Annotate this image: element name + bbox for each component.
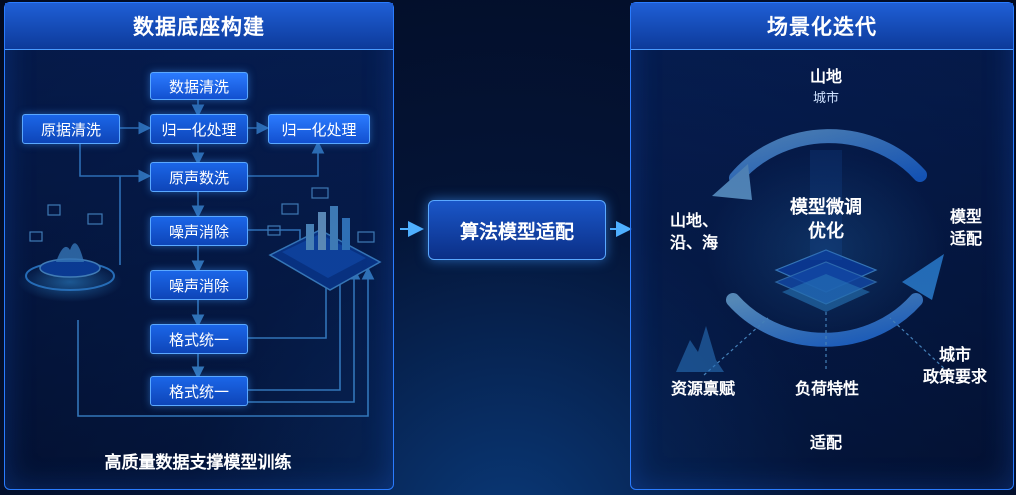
policy-label: 城市 政策要求 [908,344,1002,388]
left-scenario-label: 山地、 沿、海 [658,210,730,254]
finetune-label: 模型微调 优化 [776,196,876,244]
audio-wash-node: 原声数洗 [150,162,248,192]
format-node-1: 格式统一 [150,324,248,354]
denoise-node-2: 噪声消除 [150,270,248,300]
data-clean-node: 数据清洗 [150,72,248,100]
model-adapt-label: 模型 适配 [938,206,994,250]
left-scenario-line2: 沿、海 [669,233,718,252]
scenario-iteration-panel: 场景化迭代 [630,2,1014,490]
data-foundation-caption: 高质量数据支撑模型训练 [104,453,292,473]
format-node-2: 格式统一 [150,376,248,406]
scenario-iteration-title: 场景化迭代 [631,3,1013,50]
normalize-node-2: 归一化处理 [268,114,370,144]
model-adapt-line2: 适配 [949,229,982,248]
top-scenario-label: 山地 城市 [780,66,872,110]
normalize-node-1: 归一化处理 [150,114,248,144]
resource-endowment-label: 资源禀赋 [670,379,735,398]
adapt-bottom-label: 适配 [809,433,842,452]
load-characteristics-label: 负荷特性 [794,379,859,398]
left-scenario-line1: 山地、 [669,211,718,230]
denoise-node-1: 噪声消除 [150,216,248,246]
finetune-line2: 优化 [808,221,844,242]
top-scenario-sub: 城市 [812,91,839,106]
raw-clean-node: 原据清洗 [22,114,120,144]
data-foundation-title: 数据底座构建 [5,3,393,50]
policy-line2: 政策要求 [922,367,987,386]
algorithm-adaptation-box: 算法模型适配 [428,200,606,260]
finetune-line1: 模型微调 [790,197,862,218]
model-adapt-line1: 模型 [949,207,982,226]
top-scenario-main: 山地 [809,67,842,86]
policy-line1: 城市 [938,345,971,364]
